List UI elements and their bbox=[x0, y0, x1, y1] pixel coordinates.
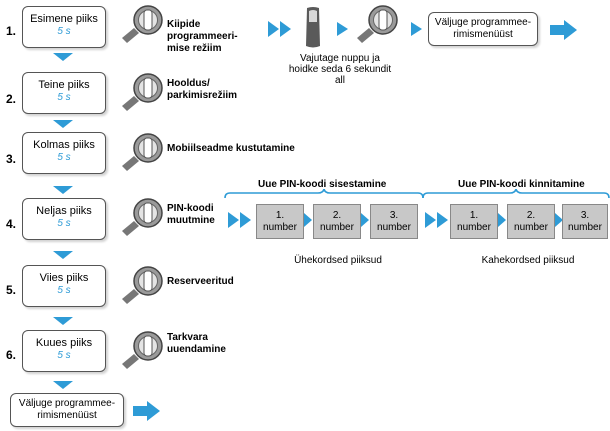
step-2-box: Teine piiks 5 s bbox=[22, 72, 106, 114]
step-2-title: Teine piiks bbox=[38, 79, 90, 91]
down-arrow-icon bbox=[53, 251, 73, 259]
down-arrow-icon bbox=[53, 186, 73, 194]
step-3-desc: Mobiilseadme kustutamine bbox=[167, 143, 295, 154]
chevron-right-icon bbox=[498, 213, 506, 227]
digit-index: 1. bbox=[469, 209, 479, 221]
fob-icon bbox=[306, 7, 320, 48]
step-1-number: 1. bbox=[6, 24, 17, 38]
step-5-number: 5. bbox=[6, 283, 17, 297]
step-4-duration: 5 s bbox=[57, 218, 71, 229]
digit-index: 3. bbox=[580, 209, 590, 221]
key-icon bbox=[120, 265, 164, 307]
digit-index: 1. bbox=[275, 209, 285, 221]
step-1-desc: Kiipide programmeeri-mise režiim bbox=[167, 19, 238, 54]
step-1-duration: 5 s bbox=[57, 26, 71, 37]
right-arrow-icon bbox=[425, 212, 448, 228]
step-5-desc: Reserveeritud bbox=[167, 276, 234, 287]
step-6-duration: 5 s bbox=[57, 350, 71, 361]
bottom-exit-box: Väljuge programmee-rimismenüüst bbox=[10, 393, 124, 427]
brace bbox=[422, 189, 610, 199]
step-1-title: Esimene piiks bbox=[30, 13, 98, 25]
brace bbox=[224, 189, 424, 199]
pin-enter-digit-1: 1. number bbox=[256, 204, 304, 239]
right-arrow-icon bbox=[268, 21, 291, 37]
digit-word: number bbox=[514, 221, 548, 233]
chevron-right-icon bbox=[361, 213, 369, 227]
digit-index: 3. bbox=[389, 209, 399, 221]
digit-index: 2. bbox=[332, 209, 342, 221]
step-6-desc: Tarkvara uuendamine bbox=[167, 332, 226, 355]
step-2-duration: 5 s bbox=[57, 92, 71, 103]
down-arrow-icon bbox=[53, 317, 73, 325]
digit-word: number bbox=[263, 221, 297, 233]
pin-confirm-header: Uue PIN-koodi kinnitamine bbox=[458, 179, 585, 190]
down-arrow-icon bbox=[53, 120, 73, 128]
pin-enter-digit-2: 2. number bbox=[313, 204, 361, 239]
pin-confirm-digit-1: 1. number bbox=[450, 204, 498, 239]
step-1-box: Esimene piiks 5 s bbox=[22, 6, 106, 48]
step-4-number: 4. bbox=[6, 217, 17, 231]
step-5-duration: 5 s bbox=[57, 285, 71, 296]
pin-confirm-digit-3: 3. number bbox=[562, 204, 608, 239]
right-arrow-icon bbox=[337, 22, 348, 36]
step-3-box: Kolmas piiks 5 s bbox=[22, 132, 106, 174]
step-3-title: Kolmas piiks bbox=[33, 139, 95, 151]
pin-enter-header: Uue PIN-koodi sisestamine bbox=[258, 179, 387, 190]
key-icon bbox=[120, 330, 164, 372]
step-5-title: Viies piiks bbox=[39, 272, 89, 284]
digit-word: number bbox=[377, 221, 411, 233]
step-3-duration: 5 s bbox=[57, 152, 71, 163]
step-4-box: Neljas piiks 5 s bbox=[22, 198, 106, 240]
key-icon bbox=[120, 72, 164, 114]
digit-word: number bbox=[568, 221, 602, 233]
step-6-number: 6. bbox=[6, 348, 17, 362]
digit-index: 2. bbox=[526, 209, 536, 221]
exit-menu-box: Väljuge programmee-rimismenüüst bbox=[428, 12, 538, 46]
right-arrow-icon bbox=[228, 212, 251, 228]
digit-word: number bbox=[457, 221, 491, 233]
pin-enter-digit-3: 3. number bbox=[370, 204, 418, 239]
pin-confirm-caption: Kahekordsed piiksud bbox=[481, 255, 575, 266]
pin-enter-caption: Ühekordsed piiksud bbox=[294, 255, 382, 266]
step-5-box: Viies piiks 5 s bbox=[22, 265, 106, 307]
pin-confirm-digit-2: 2. number bbox=[507, 204, 555, 239]
down-arrow-icon bbox=[53, 381, 73, 389]
right-arrow-icon bbox=[133, 401, 160, 421]
step-6-box: Kuues piiks 5 s bbox=[22, 330, 106, 372]
key-icon bbox=[355, 4, 399, 46]
step-3-number: 3. bbox=[6, 152, 17, 166]
chevron-right-icon bbox=[555, 213, 563, 227]
key-icon bbox=[120, 132, 164, 174]
key-icon bbox=[120, 197, 164, 239]
digit-word: number bbox=[320, 221, 354, 233]
step-2-number: 2. bbox=[6, 92, 17, 106]
key-icon bbox=[120, 4, 164, 46]
step-2-desc: Hooldus/ parkimisrežiim bbox=[167, 78, 238, 101]
right-arrow-icon bbox=[550, 20, 577, 40]
right-arrow-icon bbox=[411, 22, 422, 36]
chevron-right-icon bbox=[304, 213, 312, 227]
step-6-title: Kuues piiks bbox=[35, 337, 93, 349]
down-arrow-icon bbox=[53, 53, 73, 61]
step-4-desc: PIN-koodi muutmine bbox=[167, 203, 215, 226]
step-4-title: Neljas piiks bbox=[36, 205, 92, 217]
hold-caption: Vajutage nuppu ja hoidke seda 6 sekundit… bbox=[288, 53, 392, 86]
